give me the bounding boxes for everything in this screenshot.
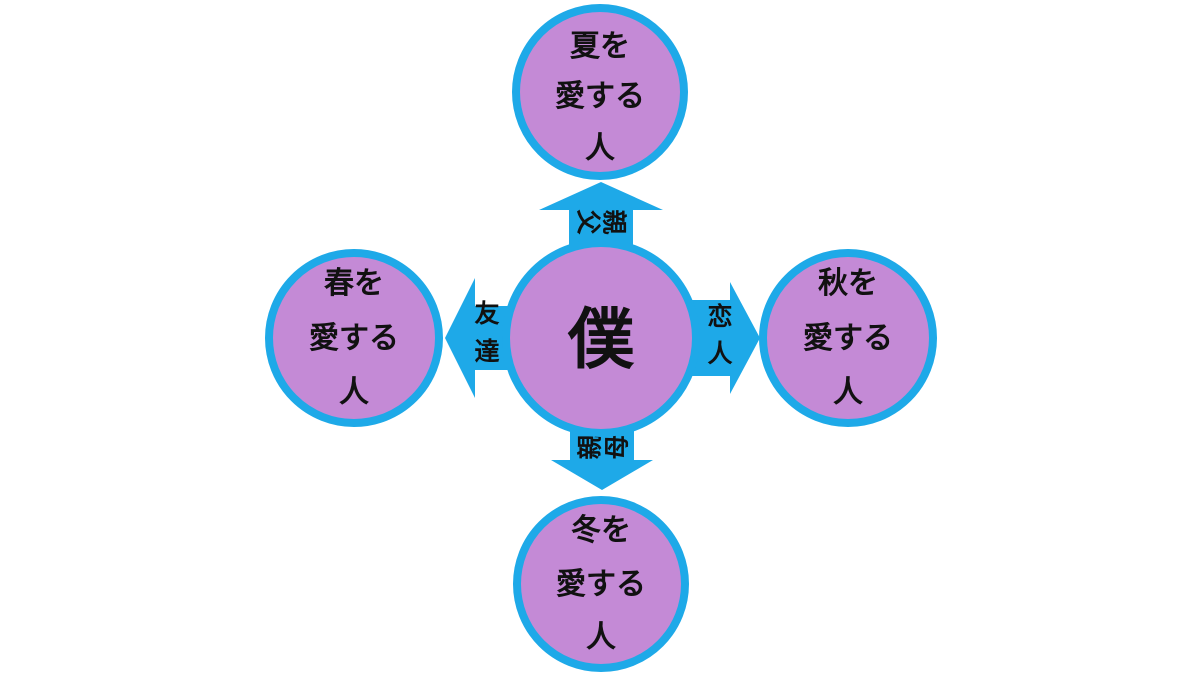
- node-summer-circle: [512, 4, 688, 180]
- arrow-down-label-char-2: 親: [576, 434, 605, 459]
- arrow-up-shape: [539, 182, 663, 250]
- node-winter-circle: [513, 496, 689, 672]
- arrow-right-label-char-1: 恋: [707, 302, 732, 331]
- node-summer-line-2: 愛する: [555, 79, 645, 114]
- arrow-down-shape: [551, 430, 653, 490]
- arrow-up-label-char-2: 親: [600, 209, 629, 234]
- node-winter: 冬を 愛する 人: [513, 496, 689, 672]
- arrow-right-label-char-2: 人: [707, 339, 732, 368]
- node-spring: 春を 愛する 人: [265, 249, 443, 427]
- arrow-left-shape: [445, 278, 520, 398]
- arrow-left-label-char-2: 達: [474, 337, 499, 366]
- arrow-left: 友 達: [445, 278, 520, 398]
- arrow-down: 母 親: [551, 430, 653, 490]
- node-summer-line-1: 夏を: [570, 29, 630, 64]
- node-summer-line-3: 人: [585, 131, 615, 166]
- center-node-label: 僕: [567, 300, 635, 378]
- arrow-right-shape: [690, 282, 760, 394]
- node-winter-line-2: 愛する: [556, 567, 646, 602]
- node-autumn: 秋を 愛する 人: [759, 249, 937, 427]
- arrow-up-label-char-1: 父: [574, 209, 603, 235]
- arrow-left-label-char-1: 友: [474, 299, 499, 328]
- node-spring-circle: [265, 249, 443, 427]
- center-node-circle: [502, 239, 700, 437]
- node-autumn-line-2: 愛する: [803, 321, 893, 356]
- node-spring-line-1: 春を: [324, 266, 384, 301]
- node-autumn-line-1: 秋を: [818, 266, 878, 301]
- node-winter-line-1: 冬を: [571, 513, 631, 548]
- arrow-down-label-char-1: 母: [603, 434, 632, 459]
- center-node: 僕: [502, 239, 700, 437]
- node-spring-line-3: 人: [339, 375, 369, 410]
- node-spring-line-2: 愛する: [309, 321, 399, 356]
- node-autumn-line-3: 人: [833, 375, 863, 410]
- arrow-right: 恋 人: [690, 282, 760, 394]
- node-autumn-circle: [759, 249, 937, 427]
- node-winter-line-3: 人: [586, 620, 616, 655]
- arrow-up: 父 親: [539, 182, 663, 250]
- node-summer: 夏を 愛する 人: [512, 4, 688, 180]
